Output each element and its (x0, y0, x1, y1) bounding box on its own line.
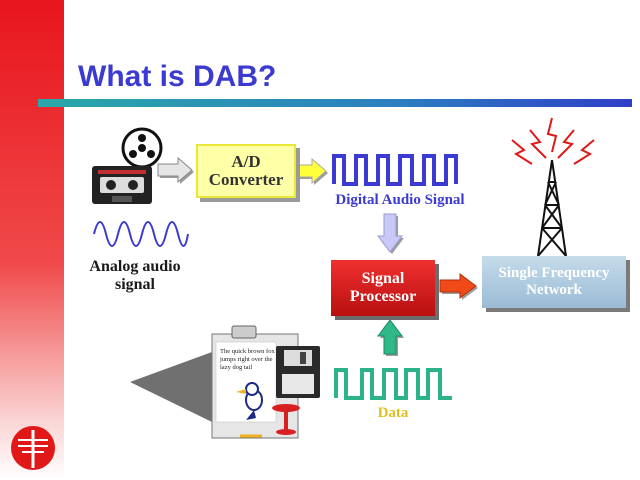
clipboard-icon (130, 325, 299, 439)
cassette-icon (92, 166, 152, 204)
data-label: Data (377, 405, 409, 421)
title-underline (38, 99, 632, 107)
floppy-disk-icon (276, 346, 320, 398)
digital-wave (332, 154, 458, 186)
analog-label: Analog audio signal (89, 258, 181, 294)
arrow-processor-to-sfn (439, 273, 478, 300)
sidebar-gradient (0, 0, 64, 480)
arrow-ad-to-digital (296, 157, 328, 185)
ad-converter-box: A/D Converter (196, 144, 296, 198)
digital-label: Digital Audio Signal (335, 192, 465, 208)
sfn-box: Single Frequency Network (482, 256, 626, 308)
arrow-analog-to-ad (157, 156, 194, 184)
radio-tower-icon (537, 159, 567, 257)
arrow-digital-to-processor (377, 213, 404, 254)
signal-processor-box: Signal Processor (331, 260, 435, 316)
slide-title: What is DAB? (78, 60, 277, 93)
clipboard-text: The quick brown fox jumps right over the… (220, 348, 275, 371)
data-wave (334, 368, 452, 400)
arrow-data-to-processor (377, 319, 404, 356)
radio-waves (511, 117, 595, 165)
duck-icon (236, 382, 300, 438)
logo-icon (11, 426, 55, 470)
tape-reel-icon (121, 127, 163, 169)
analog-wave (92, 208, 189, 260)
